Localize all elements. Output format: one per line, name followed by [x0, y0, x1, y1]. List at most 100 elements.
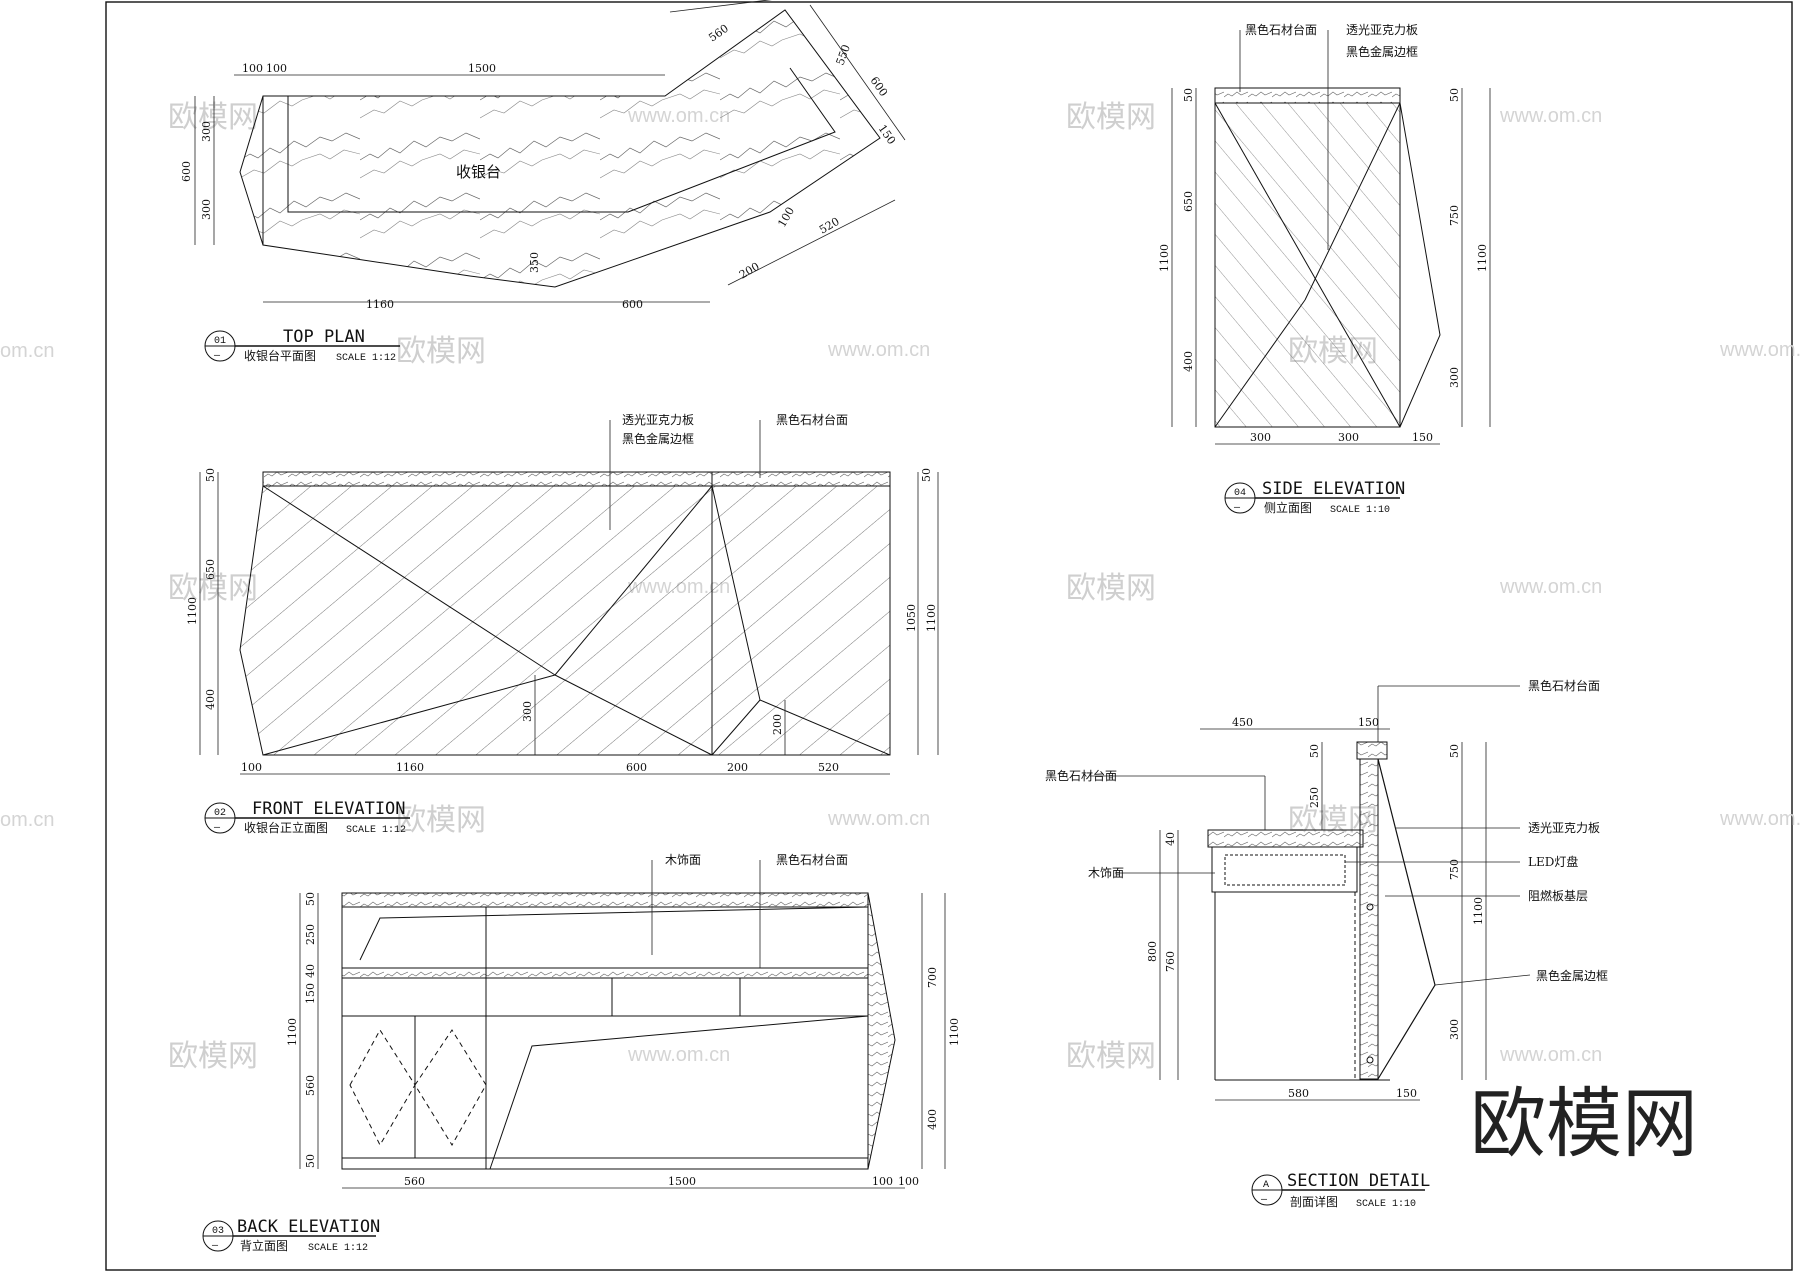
watermark-site: om.cn — [0, 340, 54, 362]
watermark-site: www.om.cn — [1499, 1044, 1602, 1066]
back-elevation-view — [341, 892, 896, 1170]
view-subtag: — — [213, 823, 221, 834]
dim-text: 800 — [1146, 941, 1159, 962]
dim-text: 600 — [868, 74, 891, 99]
note-text: 木饰面 — [1088, 866, 1124, 880]
view-subtag: — — [1260, 1195, 1268, 1206]
watermark-site: www.om.cn — [1719, 339, 1800, 361]
watermark-site: www.om.cn — [827, 339, 930, 361]
watermark-brand: 欧模网 — [1066, 100, 1156, 135]
dim-text: 1050 — [905, 604, 918, 632]
view-scale: SCALE 1:12 — [336, 353, 396, 364]
view-scale: SCALE 1:10 — [1356, 1199, 1416, 1210]
dim-text: 100 — [775, 205, 797, 230]
view-title: SIDE ELEVATION — [1262, 479, 1405, 499]
view-subtitle: 背立面图 — [240, 1238, 288, 1253]
note-text: 黑色石材台面 — [1245, 22, 1317, 37]
top-plan-inner — [287, 67, 836, 213]
dim-text: 600 — [622, 298, 643, 311]
dim-text: 300 — [1448, 367, 1461, 388]
dim-text: 100 — [241, 761, 262, 774]
top-plan-view — [239, 9, 881, 288]
dim-text: 300 — [1448, 1019, 1461, 1040]
section-detail-dimensions — [1090, 685, 1531, 1101]
watermark-brand: 欧模网 — [396, 334, 486, 369]
dim-text: 50 — [204, 468, 217, 482]
note-text: 透光亚克力板 — [1528, 821, 1600, 835]
note-text: 黑色金属边框 — [1536, 968, 1608, 983]
dim-text: 50 — [1308, 744, 1321, 758]
dim-text: 100 — [898, 1175, 919, 1188]
view-scale: SCALE 1:10 — [1330, 505, 1390, 516]
dim-text: 40 — [304, 964, 317, 978]
watermark-brand: 欧模网 — [396, 803, 486, 838]
watermark-brand: 欧模网 — [168, 100, 258, 135]
title-block-02: 02 — FRONT ELEVATION 收银台正立面图 SCALE 1:12 — [204, 799, 410, 836]
dim-text: 560 — [404, 1175, 425, 1188]
back-elevation-dimensions — [299, 860, 946, 1189]
view-tag: 04 — [1234, 488, 1246, 499]
dim-text: 650 — [204, 559, 217, 580]
dim-text: 1500 — [468, 62, 496, 75]
view-subtag: — — [1233, 503, 1241, 514]
dim-text: 300 — [1250, 431, 1271, 444]
dim-text: 50 — [1182, 88, 1195, 102]
dim-text: 450 — [1232, 716, 1253, 729]
dim-text: 1160 — [396, 761, 424, 774]
side-elevation-view — [1214, 87, 1441, 428]
watermark-site: www.om.cn — [1499, 576, 1602, 598]
title-block-04: 04 — SIDE ELEVATION 侧立面图 SCALE 1:10 — [1224, 479, 1405, 516]
note-text: 黑色石材台面 — [1528, 678, 1600, 693]
view-tag: A — [1263, 1180, 1269, 1191]
dim-text: 50 — [304, 1154, 317, 1168]
dim-text: 200 — [737, 260, 762, 282]
view-scale: SCALE 1:12 — [308, 1243, 368, 1254]
view-title: BACK ELEVATION — [237, 1217, 380, 1237]
watermark-brand: 欧模网 — [168, 571, 258, 606]
dim-text: 300 — [1338, 431, 1359, 444]
top-plan-dimensions — [194, 0, 906, 303]
dim-text: 1100 — [286, 1018, 299, 1046]
view-subtag: — — [211, 1241, 219, 1252]
dim-text: 50 — [1448, 744, 1461, 758]
note-text: 黑色石材台面 — [776, 852, 848, 867]
note-text: 黑色金属边框 — [622, 431, 694, 446]
title-block-A: A — SECTION DETAIL 剖面详图 SCALE 1:10 — [1251, 1171, 1430, 1210]
dim-text: 600 — [180, 161, 193, 182]
note-text: 黑色石材台面 — [1045, 768, 1117, 783]
watermark-brand: 欧模网 — [168, 1039, 258, 1074]
dim-text: 750 — [1448, 859, 1461, 880]
dim-text: 400 — [1182, 351, 1195, 372]
front-elevation-dimensions — [199, 420, 939, 775]
view-tag: 02 — [214, 808, 226, 819]
note-text: 透光亚克力板 — [622, 413, 694, 427]
dim-text: 700 — [926, 967, 939, 988]
view-tag: 03 — [212, 1226, 224, 1237]
view-subtitle: 收银台平面图 — [244, 348, 316, 363]
watermark-brand: 欧模网 — [1066, 571, 1156, 606]
dim-text: 650 — [1182, 191, 1195, 212]
watermark-site: www.om.cn — [627, 1044, 730, 1066]
dim-text: 250 — [304, 924, 317, 945]
view-title: FRONT ELEVATION — [252, 799, 406, 819]
dim-text: 1160 — [366, 298, 394, 311]
dim-text: 520 — [818, 761, 839, 774]
brand-watermark-large: 欧模网 — [1470, 1079, 1698, 1168]
side-elevation-dimensions — [1171, 30, 1491, 445]
view-subtitle: 收银台正立面图 — [244, 820, 328, 835]
note-text: 透光亚克力板 — [1346, 23, 1418, 37]
dim-text: 580 — [1288, 1087, 1309, 1100]
dim-text: 100 — [266, 62, 287, 75]
dim-text: 150 — [1412, 431, 1433, 444]
dim-text: 1100 — [1158, 244, 1171, 272]
note-text: 黑色金属边框 — [1346, 44, 1418, 59]
dim-text: 150 — [1396, 1087, 1417, 1100]
dim-text: 560 — [706, 22, 731, 45]
dim-text: 1100 — [925, 604, 938, 632]
note-text: 阻燃板基层 — [1528, 888, 1588, 903]
note-text: 木饰面 — [665, 853, 701, 867]
watermark-brand: 欧模网 — [1066, 1039, 1156, 1074]
watermark-site: om.cn — [0, 809, 54, 831]
sheet-border — [105, 1, 1793, 1271]
